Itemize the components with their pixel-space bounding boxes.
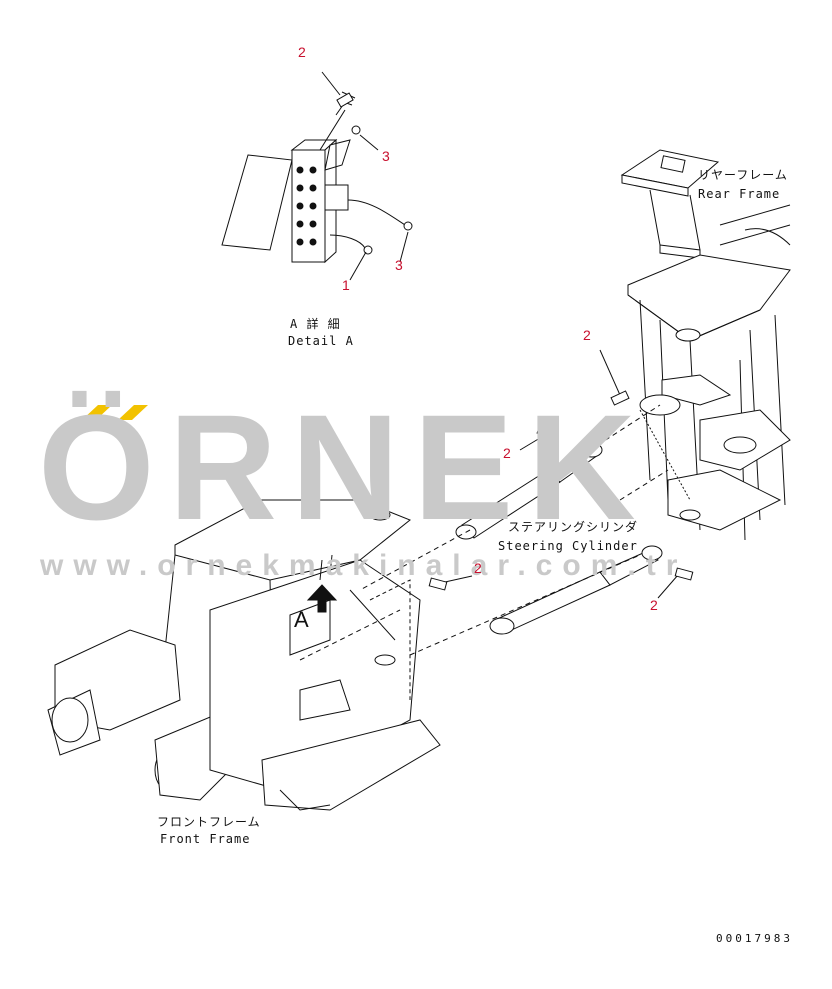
- steering-cylinder-upper: [455, 442, 603, 540]
- watermark-brand: ÖRNEK: [38, 383, 650, 551]
- watermark-url: www.ornekmakinalar.com.tr: [40, 549, 688, 582]
- front-frame-label-en: Front Frame: [160, 832, 251, 846]
- watermark-accent: [82, 405, 148, 420]
- callout-number: 1: [342, 277, 350, 293]
- connection-lines: [299, 404, 669, 661]
- rear-frame-label-jp: リヤーフレーム: [698, 168, 788, 182]
- steering-cylinder-lower: [489, 545, 663, 635]
- detail-a-drawing: [221, 91, 413, 264]
- callout-number: 2: [650, 597, 658, 613]
- detail-a-label-en: Detail A: [288, 334, 354, 348]
- steering-cylinder-label-en: Steering Cylinder: [498, 539, 638, 553]
- grease-fittings: [428, 390, 694, 591]
- callout-number: 3: [395, 257, 403, 273]
- callout-leaders: [321, 71, 679, 599]
- arrow-a-letter: A: [294, 607, 310, 632]
- rear-frame-label-en: Rear Frame: [698, 187, 781, 201]
- front-frame-label-jp: フロントフレーム: [157, 815, 261, 829]
- callout-number: 3: [382, 148, 390, 164]
- front-frame-drawing: [47, 499, 441, 811]
- detail-a-label-jp: A 詳 細: [290, 317, 341, 331]
- callout-number: 2: [474, 560, 482, 576]
- rear-frame-drawing: [620, 149, 791, 541]
- steering-cylinder-label-jp: ステアリングシリンダ: [508, 520, 639, 534]
- callout-number: 2: [503, 445, 511, 461]
- drawing-number: 00017983: [716, 932, 793, 945]
- callout-number: 2: [298, 44, 306, 60]
- callout-number: 2: [583, 327, 591, 343]
